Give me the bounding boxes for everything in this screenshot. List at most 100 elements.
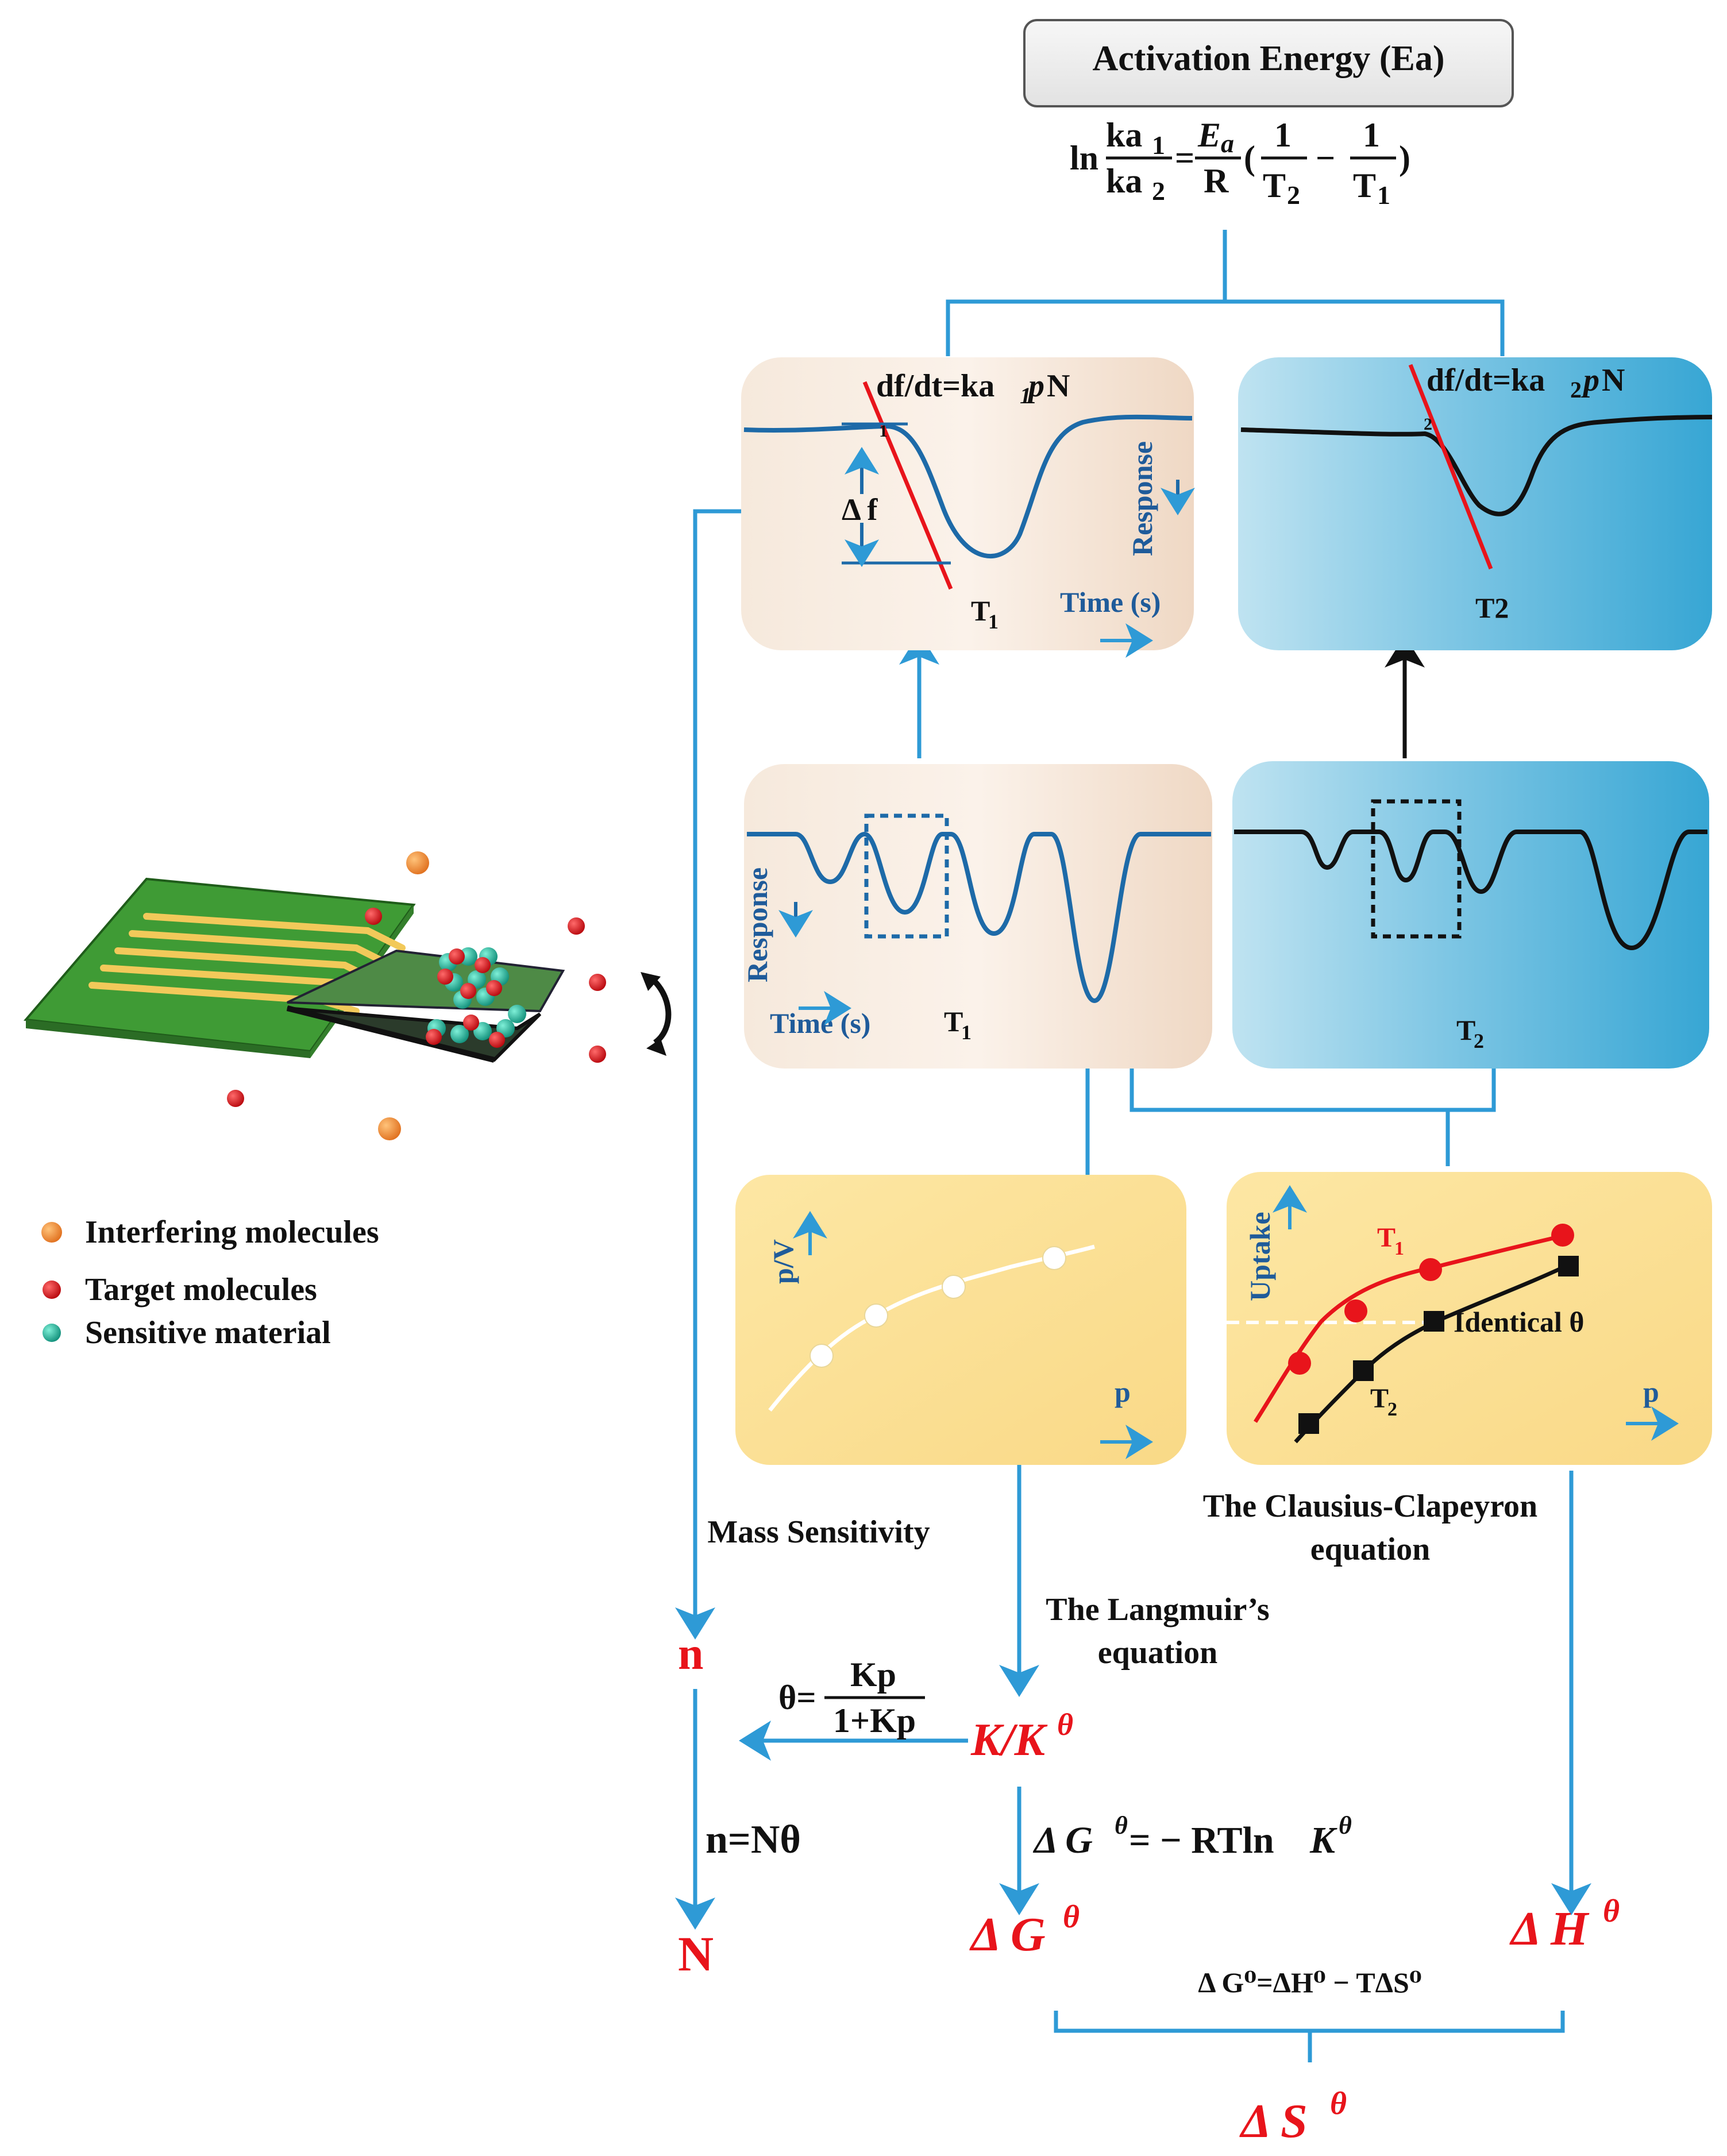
- clausius-t2-sub: 2: [1387, 1399, 1397, 1420]
- t1-points: [1288, 1224, 1574, 1375]
- gibbs-helmholtz-equation: Δ G⁰=ΔH⁰ − TΔS⁰: [1198, 1966, 1422, 1999]
- activation-energy-header: Activation Energy (Ea): [1023, 19, 1514, 107]
- t1-curve: [1254, 1232, 1572, 1423]
- dG-eq-K-sup: θ: [1339, 1811, 1352, 1839]
- theta-lhs: θ=: [778, 1679, 816, 1717]
- K-symbol: K/K: [970, 1715, 1048, 1765]
- delta-G-symbol: Δ G: [969, 1908, 1046, 1961]
- t2-points: [1298, 1256, 1579, 1434]
- delta-H-symbol: Δ H: [1509, 1902, 1590, 1956]
- delta-H-sup: θ: [1603, 1893, 1620, 1929]
- sensor-illustration: [24, 851, 672, 1140]
- langmuir-ylabel: p/V: [767, 1239, 799, 1284]
- mr-zoom-box: [1371, 799, 1462, 939]
- tr-eq-N: N: [1602, 362, 1625, 398]
- K-symbol-sup: θ: [1057, 1707, 1073, 1742]
- free-molecules: [227, 851, 606, 1140]
- N-symbol: N: [678, 1926, 714, 1981]
- legend-label-interfering: Interfering molecules: [85, 1214, 379, 1250]
- delta-S-symbol: Δ S: [1239, 2095, 1308, 2148]
- eq-ka-den: ka: [1106, 162, 1142, 200]
- ml-zoom-box: [864, 813, 949, 939]
- tl-temp: T: [971, 595, 990, 627]
- langmuir-label-line1: The Langmuir’s: [1046, 1592, 1269, 1627]
- header-box: [1023, 19, 1514, 107]
- eq-equals: =: [1175, 139, 1194, 177]
- sensitive-material-particles: [427, 947, 526, 1043]
- dG-eq-lhs: Δ G: [1032, 1819, 1093, 1861]
- eq-T1-sub: 1: [1377, 180, 1390, 210]
- clausius-t1-sub: 1: [1394, 1238, 1404, 1259]
- eq-T1: T: [1353, 167, 1376, 205]
- arrhenius-equation: ln ka 1 ka 2 = E a R ( 1 T 2 − 1 T 1 ): [1070, 116, 1410, 210]
- panel-top-right: df/dt=ka 2 p N 2 T2: [1238, 357, 1713, 650]
- legend: Interfering molecules Target molecules S…: [41, 1214, 379, 1351]
- ml-time-label: Time (s): [770, 1007, 870, 1039]
- dG-eq-lhs-sup: θ: [1115, 1811, 1128, 1839]
- clausius-t1: T: [1377, 1222, 1396, 1253]
- eq-ea: E: [1197, 116, 1221, 154]
- delta-S-sup: θ: [1330, 2086, 1347, 2122]
- legend-item-sensitive: Sensitive material: [43, 1315, 331, 1351]
- eq-ln: ln: [1070, 139, 1098, 177]
- clausius-label-line1: The Clausius-Clapeyron: [1203, 1488, 1537, 1524]
- target-molecules-on-sensor: [426, 948, 505, 1048]
- tr-temp: T2: [1475, 592, 1509, 624]
- tl-eq-prefix: df/dt=ka: [876, 368, 994, 404]
- mass-sensitivity-label: Mass Sensitivity: [707, 1514, 930, 1550]
- tl-response-label: Response: [1126, 441, 1158, 556]
- panel-mid-left: Response Time (s) T 1: [741, 764, 1212, 1069]
- eq-one-a: 1: [1274, 116, 1292, 154]
- clausius-identical: Identical θ: [1454, 1306, 1585, 1338]
- eq-ea-sub: a: [1221, 129, 1234, 158]
- theta-num: Kp: [850, 1656, 896, 1694]
- caption-labels: Mass Sensitivity The Clausius-Clapeyron …: [707, 1488, 1537, 1671]
- header-title: Activation Energy (Ea): [1092, 39, 1444, 78]
- langmuir-label-line2: equation: [1098, 1635, 1218, 1671]
- eq-ka-num: ka: [1106, 116, 1142, 154]
- panel-clausius-plot: Uptake T 1 T 2 Identical θ p: [1227, 1172, 1712, 1465]
- tl-eq-p: p: [1026, 368, 1044, 404]
- ml-response-label: Response: [741, 867, 773, 982]
- tl-time-label: Time (s): [1060, 586, 1161, 618]
- gibbs-K-equation: Δ G θ = − RTln K θ: [1032, 1811, 1352, 1861]
- delta-G-sup: θ: [1063, 1899, 1080, 1935]
- tl-delta-f: Δ f: [842, 492, 878, 527]
- dG-eq-K: K: [1309, 1819, 1337, 1861]
- tl-marker: 1: [879, 422, 888, 441]
- clausius-label-line2: equation: [1310, 1532, 1431, 1567]
- eq-R: R: [1204, 162, 1229, 200]
- derived-quantities: n N θ= Kp 1+Kp K/K θ n=Nθ Δ G θ = − RTln…: [678, 1629, 1620, 2148]
- mr-temp: T: [1456, 1014, 1475, 1046]
- panel-langmuir-plot: p/V p: [735, 1175, 1186, 1465]
- n-equals-N-theta: n=Nθ: [706, 1818, 801, 1862]
- legend-label-target: Target molecules: [85, 1272, 317, 1308]
- tr-eq-prefix: df/dt=ka: [1427, 362, 1545, 398]
- eq-open: (: [1244, 139, 1255, 177]
- clausius-ylabel: Uptake: [1244, 1212, 1276, 1301]
- legend-item-target: Target molecules: [43, 1272, 317, 1308]
- clausius-xlabel: p: [1643, 1376, 1659, 1408]
- t2-curve: [1294, 1263, 1570, 1444]
- langmuir-xlabel: p: [1115, 1376, 1131, 1408]
- eq-one-b: 1: [1363, 116, 1380, 154]
- tl-temp-sub: 1: [988, 610, 999, 633]
- clausius-t2: T: [1370, 1383, 1389, 1414]
- langmuir-points: [809, 1246, 1066, 1368]
- mr-temp-sub: 2: [1474, 1029, 1484, 1052]
- langmuir-isotherm-equation: θ= Kp 1+Kp: [778, 1656, 925, 1740]
- legend-label-sensitive: Sensitive material: [85, 1315, 331, 1351]
- tr-response-curve: [1240, 415, 1713, 516]
- ml-temp-sub: 1: [961, 1021, 972, 1044]
- tl-tangent-line: [862, 381, 953, 590]
- tl-eq-sub: 1: [1020, 383, 1031, 408]
- tr-eq-sub: 2: [1570, 377, 1582, 403]
- vibration-arrow-icon: [647, 974, 672, 1046]
- theta-den: 1+Kp: [833, 1702, 916, 1740]
- tr-tangent-line: [1408, 364, 1493, 570]
- ml-response-curve: [747, 831, 1211, 1004]
- eq-T2: T: [1263, 167, 1286, 205]
- dG-eq-rhs: = − RTln: [1129, 1819, 1274, 1861]
- tr-marker: 2: [1424, 415, 1432, 434]
